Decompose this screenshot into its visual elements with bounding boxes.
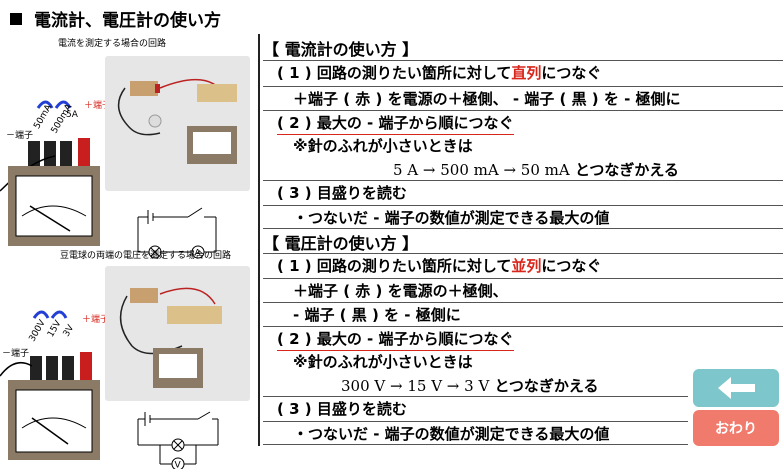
voltmeter-step1-detail-2: - 端子 ( 黒 ) を - 極側に	[293, 304, 461, 325]
voltmeter-step3-detail: ・つないだ - 端子の数値が測定できる最大の値	[293, 423, 609, 444]
ammeter-illustration	[0, 46, 105, 246]
voltmeter-circuit-diagram: V	[120, 409, 220, 469]
ammeter-step3-detail: ・つないだ - 端子の数値が測定できる最大の値	[293, 207, 609, 228]
minus-terminal-label: －端子	[6, 128, 33, 141]
left-arrow-icon	[693, 369, 779, 407]
meter-v-symbol: V	[175, 461, 182, 469]
ammeter-step1-detail: ＋端子 ( 赤 ) を電源の＋極側、 - 端子 ( 黒 ) を - 極側に	[293, 88, 681, 109]
vertical-divider	[258, 34, 260, 446]
page-title: 電流計、電圧計の使い方	[10, 6, 221, 31]
ammeter-heading: 【 電流計の使い方 】	[263, 36, 418, 60]
voltmeter-switch-order: 300 V → 15 V → 3 V とつなぎかえる	[341, 375, 598, 396]
voltmeter-step1: ( 1 ) 回路の測りたい箇所に対して並列につなぐ	[277, 255, 601, 276]
ammeter-step1: ( 1 ) 回路の測りたい箇所に対して直列につなぐ	[277, 62, 601, 83]
voltmeter-step3: ( 3 ) 目盛りを読む	[277, 398, 407, 419]
back-button[interactable]	[693, 369, 779, 407]
ammeter-switch-order: 5 A → 500 mA → 50 mA とつなぎかえる	[393, 159, 679, 180]
ammeter-step3: ( 3 ) 目盛りを読む	[277, 182, 407, 203]
voltmeter-heading: 【 電圧計の使い方 】	[263, 230, 418, 254]
voltmeter-photo	[105, 266, 250, 401]
voltmeter-step1-detail-1: ＋端子 ( 赤 ) を電源の＋極側、	[293, 280, 508, 301]
end-button[interactable]: おわり	[693, 410, 779, 446]
title-square-icon	[10, 13, 22, 25]
ammeter-note: ※針のふれが小さいときは	[293, 135, 473, 156]
terminal-label-5a: 5A	[66, 110, 78, 120]
voltmeter-step2: ( 2 ) 最大の - 端子から順につなぐ	[277, 328, 514, 351]
ammeter-photo	[105, 56, 250, 191]
minus-terminal-label-v: －端子	[2, 346, 29, 359]
left-illustration-panel: 電流を測定する場合の回路 50mA 500mA 5A ＋端子 －端子	[0, 34, 258, 461]
ammeter-step2: ( 2 ) 最大の - 端子から順につなぐ	[277, 112, 514, 135]
voltmeter-note: ※針のふれが小さいときは	[293, 351, 473, 372]
